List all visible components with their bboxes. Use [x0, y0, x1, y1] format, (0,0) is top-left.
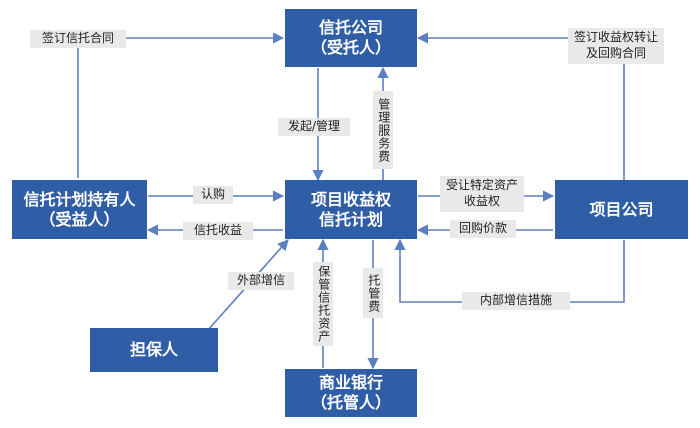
trust-plan-line1: 项目收益权: [310, 189, 391, 209]
label-repurchase-price: 回购价款: [450, 220, 516, 238]
label-external-credit: 外部增信: [228, 272, 294, 290]
label-transfer-income-right: 受让特定资产收益权: [440, 176, 524, 212]
label-subscribe: 认购: [193, 186, 233, 204]
label-internal-credit: 内部增信措施: [462, 292, 570, 310]
label-sign-repurchase-contract: 签订收益权转让及回购合同: [568, 28, 664, 64]
trust-plan-line2: 信托计划: [318, 209, 383, 229]
node-guarantor: 担保人: [90, 328, 218, 372]
bank-line2: （托管人）: [310, 393, 391, 412]
node-project-company: 项目公司: [555, 180, 688, 239]
node-trust-plan: 项目收益权 信托计划: [285, 180, 417, 239]
beneficiary-line2: （受益人）: [39, 209, 120, 229]
project-company-label: 项目公司: [589, 199, 654, 219]
label-custody-fee: 托管费: [363, 268, 383, 318]
edge-sign-trust-contract: [77, 32, 285, 178]
node-bank: 商业银行 （托管人）: [285, 369, 417, 417]
node-trust-company: 信托公司 （受托人）: [285, 9, 417, 67]
trust-company-line1: 信托公司: [318, 18, 383, 37]
bank-line1: 商业银行: [318, 373, 383, 392]
label-custody-assets: 保管信托资产: [313, 262, 333, 346]
label-trust-income: 信托收益: [183, 222, 253, 240]
trust-company-line2: （受托人）: [310, 38, 391, 57]
label-management-fee: 管理服务费: [373, 91, 393, 169]
label-initiate-manage: 发起/管理: [278, 118, 350, 136]
label-sign-trust-contract: 签订信托合同: [30, 30, 126, 48]
node-beneficiary: 信托计划持有人 （受益人）: [12, 180, 147, 239]
guarantor-label: 担保人: [129, 340, 178, 359]
beneficiary-line1: 信托计划持有人: [23, 189, 136, 209]
